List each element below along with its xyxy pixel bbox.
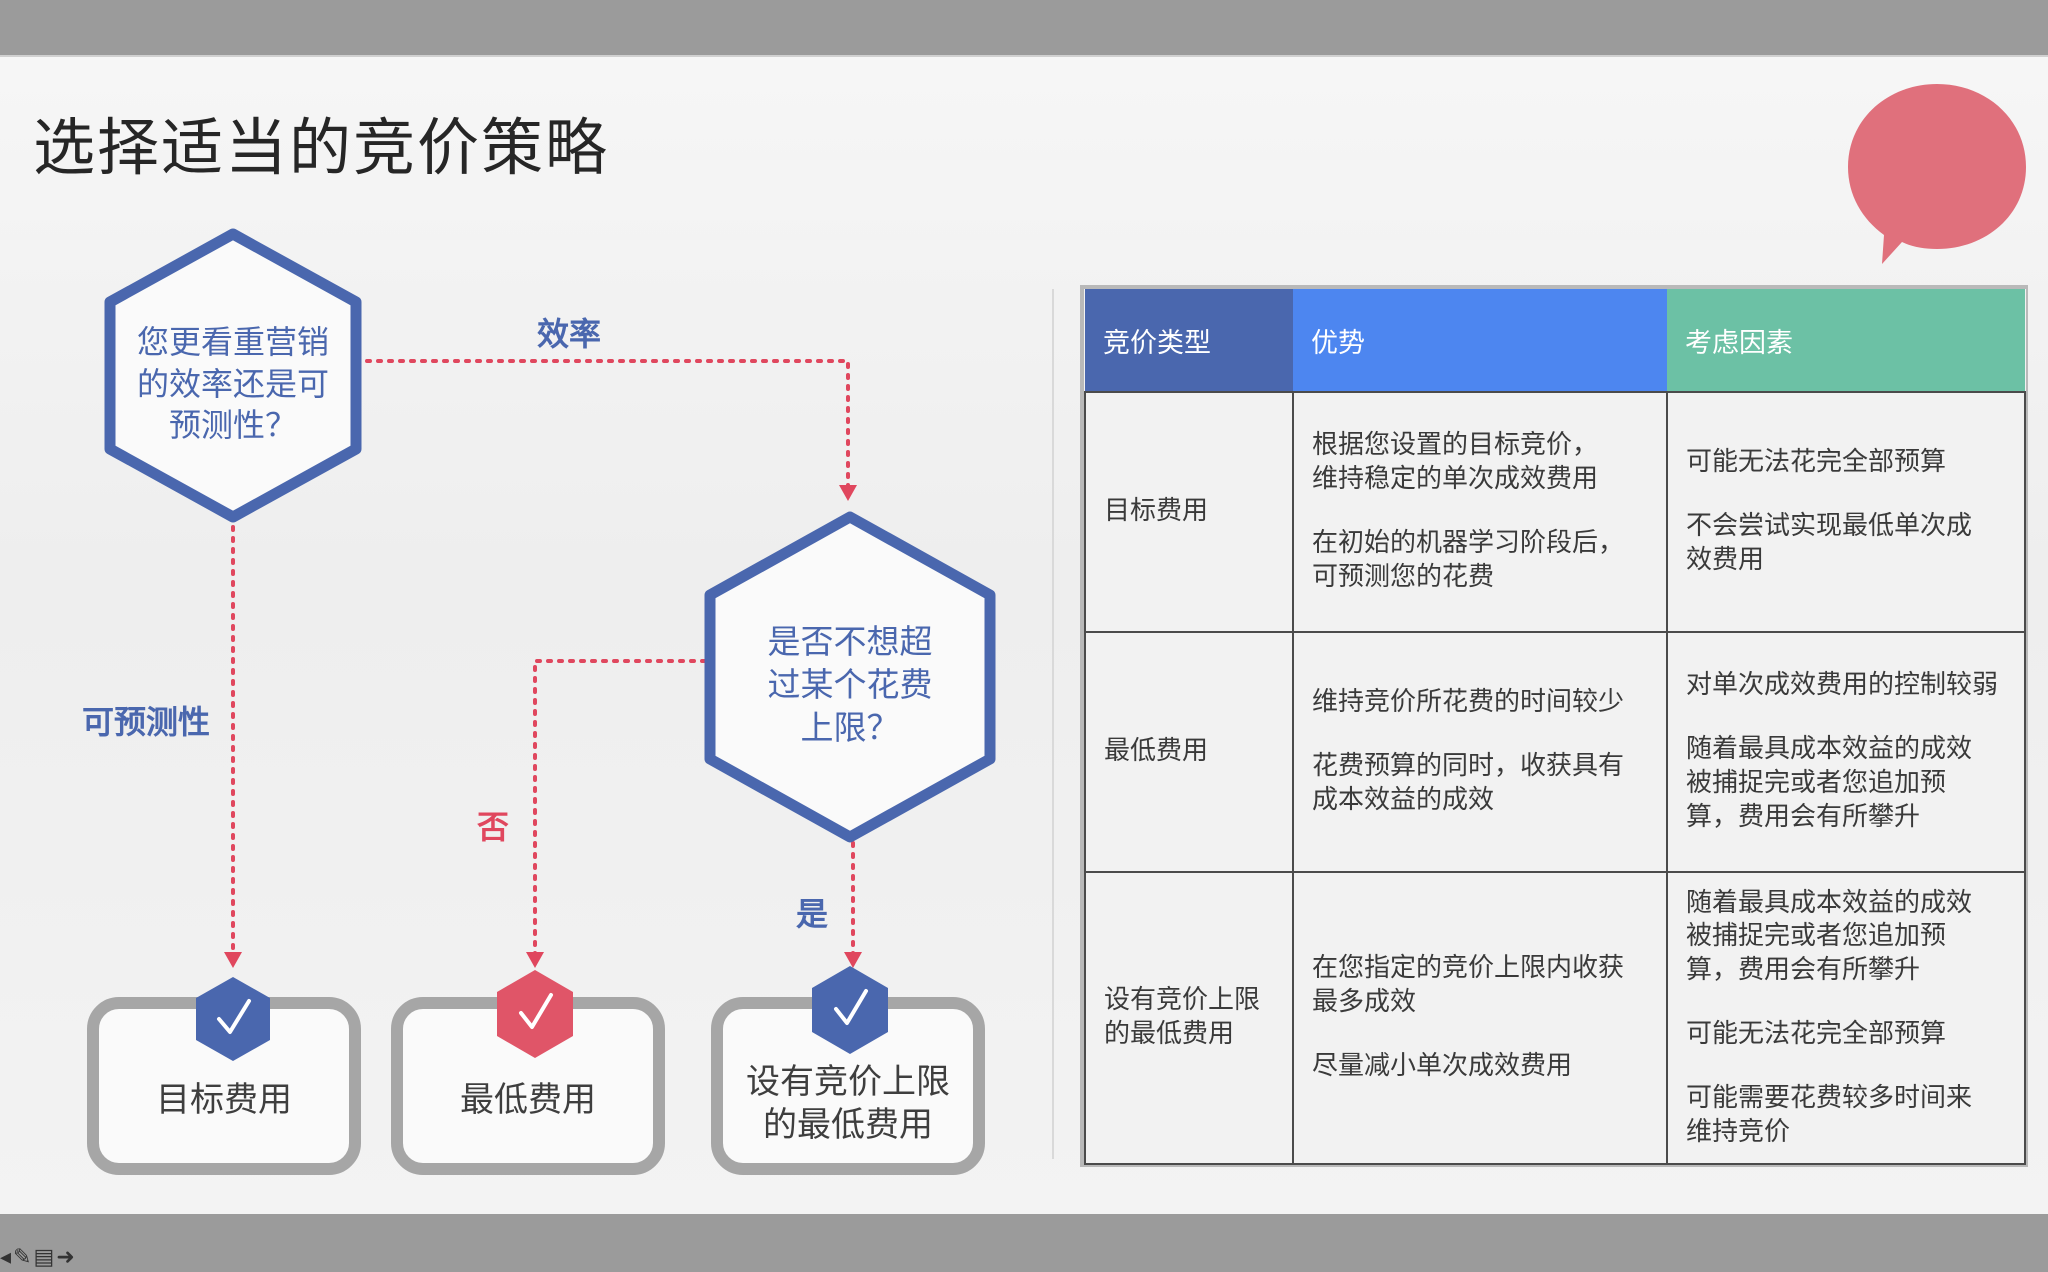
decision-question-2: 是否不想超 过某个花费 上限？ [767,622,933,747]
arrow-left-icon[interactable]: ◂ [0,1245,14,1270]
flowchart [87,228,996,1175]
table-header-row: 竞价类型 优势 考虑因素 [1085,289,2025,392]
decision-question-1: 您更看重营销 的效率还是可 预测性？ [136,323,329,445]
result-label-2: 最低费用 [460,1080,596,1120]
bid-type-cell: 设有竞价上限 的最低费用 [1084,871,1294,1165]
advantages-cell: 在您指定的竞价上限内收获 最多成效 尽量减小单次成效费用 [1292,871,1668,1165]
table-row: 设有竞价上限 的最低费用 在您指定的竞价上限内收获 最多成效 尽量减小单次成效费… [1084,871,2026,1165]
slide-title: 选择适当的竞价策略 [33,111,610,184]
bid-type-cell: 最低费用 [1084,631,1294,873]
bid-type-cell: 目标费用 [1084,391,1294,633]
checkmark-icon [196,977,270,1061]
checkmark-icon [812,966,888,1054]
result-label-1: 目标费用 [156,1080,292,1120]
decision-hexagon-1 [104,228,362,523]
menu-icon[interactable]: ▤ [33,1245,57,1270]
branch-label-predictability: 可预测性 [82,703,211,741]
result-label-3: 设有竞价上限 的最低费用 [746,1062,950,1145]
arrowhead-predictability [224,952,242,968]
decision-hexagon-2 [704,511,996,843]
arrow-right-icon[interactable]: ➜ [56,1245,77,1270]
branch-label-no: 否 [477,808,510,846]
header-advantages: 优势 [1293,289,1667,392]
considerations-cell: 对单次成效费用的控制较弱 随着最具成本效益的成效 被捕捉完或者您追加预 算，费用… [1666,631,2026,873]
considerations-cell: 可能无法花完全部预算 不会尝试实现最低单次成 效费用 [1666,391,2026,633]
speech-bubble-icon [1848,84,2026,264]
connector-no [533,659,707,956]
arrowhead-efficiency [839,485,857,501]
table-row: 目标费用 根据您设置的目标竞价， 维持稳定的单次成效费用 在初始的机器学习阶段后… [1084,391,2026,633]
header-considerations: 考虑因素 [1667,289,2025,392]
header-bid-type: 竞价类型 [1085,289,1293,392]
branch-label-yes: 是 [796,895,829,933]
bid-strategy-table-container: 竞价类型 优势 考虑因素 目标费用 根据您设置的目标竞价， 维持稳定的单次成效费… [1080,285,2028,1167]
checkmark-icon [497,970,573,1058]
arrowhead-yes [844,952,862,968]
slideshow-controls: ◂✎▤➜ [0,1245,77,1270]
arrowhead-no [526,952,544,968]
advantages-cell: 维持竞价所花费的时间较少 花费预算的同时，收获具有 成本效益的成效 [1292,631,1668,873]
slide: 选择适当的竞价策略 [0,55,2048,1270]
pen-icon[interactable]: ✎ [13,1245,34,1270]
bid-strategy-table: 竞价类型 优势 考虑因素 目标费用 根据您设置的目标竞价， 维持稳定的单次成效费… [1084,289,2026,1165]
branch-label-efficiency: 效率 [537,315,602,353]
considerations-cell: 随着最具成本效益的成效 被捕捉完或者您追加预 算，费用会有所攀升 可能无法花完全… [1666,871,2026,1165]
table-row: 最低费用 维持竞价所花费的时间较少 花费预算的同时，收获具有 成本效益的成效 [1084,631,2026,873]
connector-efficiency [365,359,850,489]
advantages-cell: 根据您设置的目标竞价， 维持稳定的单次成效费用 在初始的机器学习阶段后， 可预测… [1292,391,1668,633]
divider [1052,289,1054,1159]
